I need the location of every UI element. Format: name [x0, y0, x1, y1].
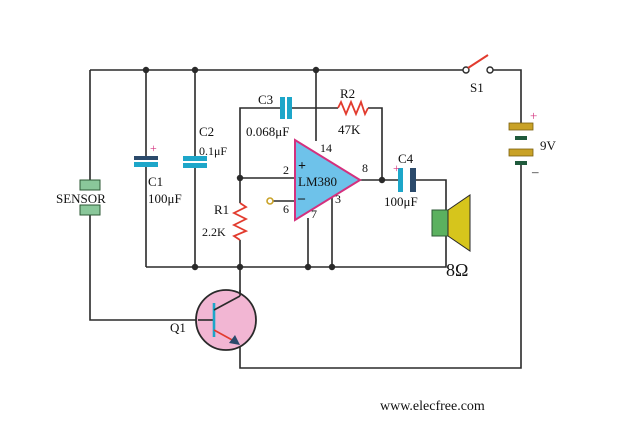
pin6-terminal	[266, 197, 274, 205]
c2-plate-bottom	[183, 163, 207, 168]
junctions	[142, 66, 386, 271]
junction-dot	[328, 263, 336, 271]
sensor-label: SENSOR	[56, 191, 106, 206]
c3-plate-right	[287, 97, 292, 119]
transistor-emitter-arrow	[229, 335, 240, 345]
junction-dot	[142, 66, 150, 74]
c1-value: 100μF	[148, 191, 182, 206]
c3-left-wire	[239, 107, 280, 178]
r2-zigzag	[337, 99, 369, 117]
junction-dot	[378, 176, 386, 184]
battery-plate-long	[508, 122, 534, 131]
c3-plate-left	[280, 97, 285, 119]
c1-plate-bottom	[134, 162, 158, 167]
c4-plate-right	[410, 168, 416, 192]
opamp-triangle	[294, 138, 362, 222]
c4-label: C4	[398, 151, 414, 166]
opamp-plus: +	[298, 159, 306, 174]
battery-plate-short	[515, 161, 527, 165]
speaker-value: 8Ω	[446, 260, 468, 280]
ic-lm380: + – LM380 2 6 7 3 14 8	[266, 138, 368, 222]
c2-value: 0.1μF	[199, 144, 227, 158]
switch-label: S1	[470, 80, 484, 95]
capacitor-c3: C3 0.068μF	[246, 92, 292, 139]
r2-label: R2	[340, 86, 355, 101]
battery-plate-long	[508, 148, 534, 157]
c1-label: C1	[148, 174, 163, 189]
transistor-emitter	[213, 329, 235, 342]
r2-value: 47K	[338, 122, 361, 137]
junction-dot	[312, 66, 320, 74]
speaker-magnet	[431, 209, 449, 237]
c2-plate-top	[183, 156, 207, 161]
c3-value: 0.068μF	[246, 124, 289, 139]
r1-label: R1	[214, 202, 229, 217]
switch-contact	[486, 66, 494, 74]
r1-value: 2.2K	[202, 225, 226, 239]
q1-label: Q1	[170, 320, 186, 335]
battery-label: 9V	[540, 138, 557, 153]
speaker-cone	[447, 194, 471, 252]
transistor-body	[195, 289, 257, 351]
pin3-label: 3	[335, 192, 341, 206]
pin2-label: 2	[283, 163, 289, 177]
c1-plus-sign: +	[150, 141, 157, 155]
opamp-minus: –	[297, 191, 306, 206]
c4-value: 100μF	[384, 194, 418, 209]
c2-label: C2	[199, 124, 214, 139]
junction-dot	[236, 263, 244, 271]
right-rail-wire	[239, 165, 522, 369]
sensor-electrode	[79, 179, 101, 191]
switch-lever	[467, 54, 489, 69]
junction-dot	[191, 263, 199, 271]
r1-zigzag	[231, 202, 249, 241]
r2-right-wire	[368, 107, 383, 180]
c4-speaker-wire	[416, 179, 447, 210]
switch-contact	[462, 66, 470, 74]
c4-plate-left	[398, 168, 403, 192]
capacitor-c2: C2 0.1μF	[183, 124, 227, 168]
sensor-bottom-wire	[89, 215, 198, 321]
junction-dot	[191, 66, 199, 74]
junction-dot	[236, 174, 244, 182]
c3-label: C3	[258, 92, 273, 107]
pin6-label: 6	[283, 202, 289, 216]
battery-plate-short	[515, 136, 527, 140]
opamp-label: LM380	[298, 174, 337, 189]
transistor-q1: Q1	[170, 289, 257, 351]
switch-s1: S1	[462, 54, 494, 95]
pin8-label: 8	[362, 161, 368, 175]
battery-minus-sign: –	[531, 164, 539, 179]
resistor-r2: R2 47K	[337, 86, 369, 137]
pin7-label: 7	[311, 207, 317, 221]
resistor-r1: R1 2.2K	[202, 202, 249, 241]
battery-plus-sign: +	[530, 108, 537, 123]
capacitor-c4: + C4 100μF	[384, 151, 418, 209]
battery-9v: + – 9V	[508, 108, 557, 179]
top-right-wire	[490, 69, 522, 123]
watermark-url: www.elecfree.com	[380, 399, 485, 414]
pin14-label: 14	[320, 141, 332, 155]
c1-plate-top	[134, 156, 158, 160]
transistor-collector	[213, 295, 241, 311]
sensor-electrode	[79, 204, 101, 216]
c4-plus-sign: +	[393, 161, 400, 175]
junction-dot	[304, 263, 312, 271]
capacitor-c1: + C1 100μF	[134, 141, 182, 206]
ground-rail-wire	[146, 236, 447, 268]
sensor: SENSOR	[56, 179, 106, 216]
speaker: 8Ω	[431, 194, 471, 280]
